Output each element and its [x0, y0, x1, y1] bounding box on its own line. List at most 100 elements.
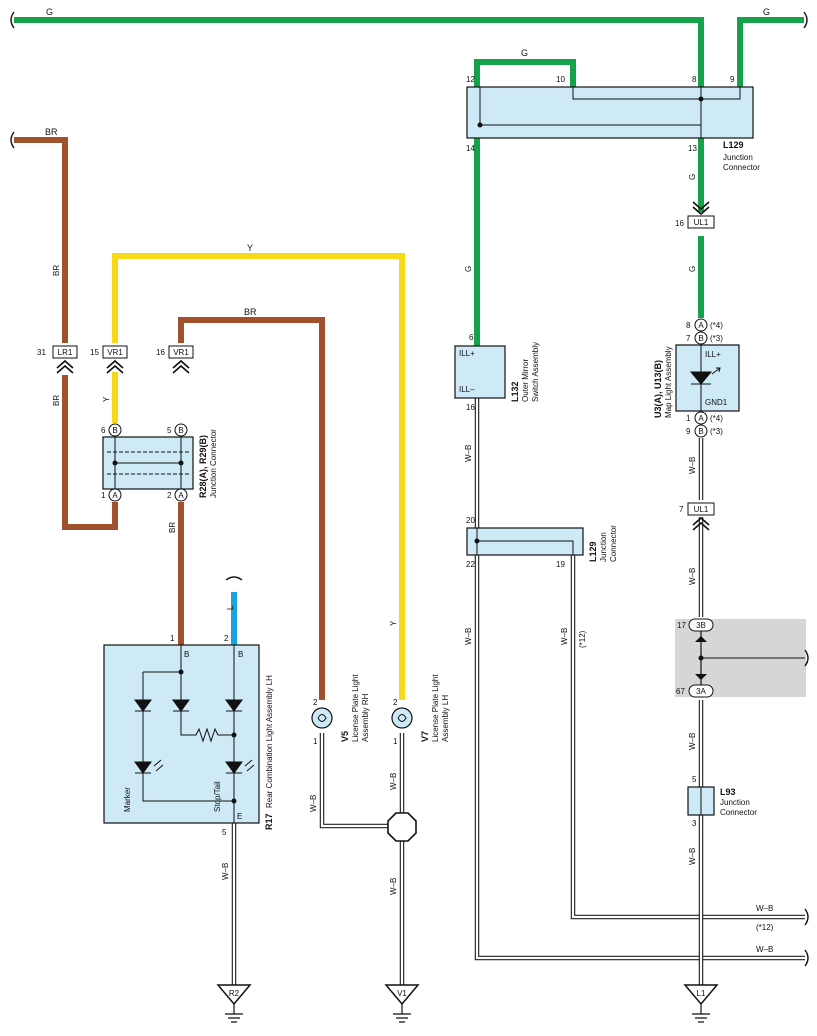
label-y-vr1: Y: [102, 396, 111, 402]
u3-name: Map Light Assembly: [664, 346, 673, 418]
l132-ill-minus: ILL–: [459, 385, 475, 394]
label-wb-l129-22: W–B: [464, 628, 473, 645]
pin-r28-6: 6: [101, 426, 106, 435]
label-g-top-left: G: [46, 7, 53, 17]
pin-r17-1: 1: [170, 634, 175, 643]
label-wb-u3: W–B: [688, 457, 697, 474]
splice-octagon: [387, 812, 417, 842]
u3-map-light-assembly: A B 8 7 (*4) (*3) ILL+ GND1 A B 1 9 (*4)…: [653, 318, 740, 438]
v7-license-plate-light-lh: 2 1 V7 License Plate Light Assembly LH: [391, 674, 450, 746]
svg-text:A: A: [178, 491, 184, 500]
l93-name1: Junction: [720, 798, 750, 807]
wire-y: [112, 253, 405, 700]
wire-color-labels: G G G BR Y BR L BR BR Y BR Y G G G W–B W…: [45, 7, 774, 954]
label-g-l132: G: [464, 266, 473, 272]
r17-code: R17: [264, 813, 274, 830]
r17-b1: B: [184, 650, 189, 659]
label-wb-l93: W–B: [688, 848, 697, 865]
green-wires: [14, 17, 804, 346]
r28-name: Junction Connector: [209, 429, 218, 498]
l93-name2: Connector: [720, 808, 757, 817]
l129-middle: 20 22 19 L129 Junction Connector: [466, 516, 618, 569]
label-g-loop: G: [521, 48, 528, 58]
pin-l129-9: 9: [730, 75, 735, 84]
wire-g-top: [14, 17, 704, 87]
ul1-bottom-label: UL1: [694, 505, 709, 514]
star-4a: (*4): [710, 321, 723, 330]
label-br-middle: BR: [244, 307, 257, 317]
u3-code: U3(A), U13(B): [653, 360, 663, 418]
pin-l129-10: 10: [556, 75, 565, 84]
l132-name1: Outer Mirror: [521, 359, 530, 402]
wire-br-top-vr1: [178, 317, 325, 700]
l93-code: L93: [720, 787, 736, 797]
r28-r29-junction-connector: B B 6 5 A A 1 2 R28(A), R29(B) Junction …: [101, 423, 218, 502]
svg-text:A: A: [698, 321, 704, 330]
pin-16: 16: [156, 348, 165, 357]
v7-name1: License Plate Light: [431, 674, 440, 742]
pin-l93-3: 3: [692, 819, 697, 828]
yellow-wires: [112, 253, 405, 700]
j3a-label: 3A: [696, 687, 706, 696]
wire-ends: [10, 11, 809, 967]
label-p12-vert: (*12): [578, 630, 587, 648]
pin-l129b-19: 19: [556, 560, 565, 569]
label-y-right: Y: [389, 620, 398, 626]
pin-l132-6: 6: [469, 333, 474, 342]
pin-l132-16: 16: [466, 403, 475, 412]
ul1-top-label: UL1: [694, 218, 709, 227]
label-l-blue: L: [226, 605, 235, 610]
pin-v5-2: 2: [313, 698, 318, 707]
svg-text:A: A: [112, 491, 118, 500]
pin-r17-2: 2: [224, 634, 229, 643]
label-g-l129-13: G: [688, 174, 697, 180]
svg-text:B: B: [698, 334, 703, 343]
pin-r28-1: 1: [101, 491, 106, 500]
svg-text:B: B: [698, 427, 703, 436]
ground-l1-label: L1: [697, 989, 706, 998]
label-br-lower: BR: [168, 522, 177, 533]
label-p12-right: (*12): [756, 923, 774, 932]
pin-j17: 17: [677, 621, 686, 630]
v5-license-plate-light-rh: 2 1 V5 License Plate Light Assembly RH: [311, 674, 370, 746]
label-wb-r17: W–B: [221, 863, 230, 880]
pin-u3-1: 1: [686, 414, 691, 423]
svg-text:B: B: [178, 426, 183, 435]
ul1-bottom-connector: UL1 7: [679, 502, 715, 531]
pin-l129b-20: 20: [466, 516, 475, 525]
u3-ill-plus: ILL+: [705, 350, 721, 359]
svg-text:A: A: [698, 414, 704, 423]
label-wb-l129-19: W–B: [560, 628, 569, 645]
l129-top-name1: Junction: [723, 153, 753, 162]
wire-g-right-top: [737, 17, 804, 87]
l132-ill-plus: ILL+: [459, 349, 475, 358]
l129-mid-code: L129: [588, 541, 598, 562]
l93-junction-connector: 5 3 L93 Junction Connector: [687, 775, 757, 828]
label-g-top-right: G: [763, 7, 770, 17]
r17-b2: B: [238, 650, 243, 659]
left-connectors: LR1 31 VR1 15 VR1 16: [37, 345, 194, 374]
ground-l1: L1: [683, 984, 719, 1023]
v5-code: V5: [340, 731, 350, 742]
pin-u3-7: 7: [686, 334, 691, 343]
label-wb-l132: W–B: [464, 445, 473, 462]
l129-mid-name1: Junction: [599, 532, 608, 562]
star-4b: (*4): [710, 414, 723, 423]
vr1b-label: VR1: [173, 348, 189, 357]
pin-l129-12: 12: [466, 75, 475, 84]
l129-top-code: L129: [723, 140, 744, 150]
v5-name2: Assembly RH: [361, 693, 370, 742]
wire-br-lr1-down: [62, 375, 118, 530]
pin-l129-13: 13: [688, 144, 697, 153]
pin-15: 15: [90, 348, 99, 357]
j3b-label: 3B: [696, 621, 706, 630]
ul1-top-connector: UL1 16: [675, 201, 715, 229]
svg-text:B: B: [112, 426, 117, 435]
r17-e: E: [237, 812, 242, 821]
label-br-top: BR: [45, 127, 58, 137]
label-br-left-vert: BR: [52, 265, 61, 276]
pin-31: 31: [37, 348, 46, 357]
vr1a-label: VR1: [107, 348, 123, 357]
pin-l93-5: 5: [692, 775, 697, 784]
